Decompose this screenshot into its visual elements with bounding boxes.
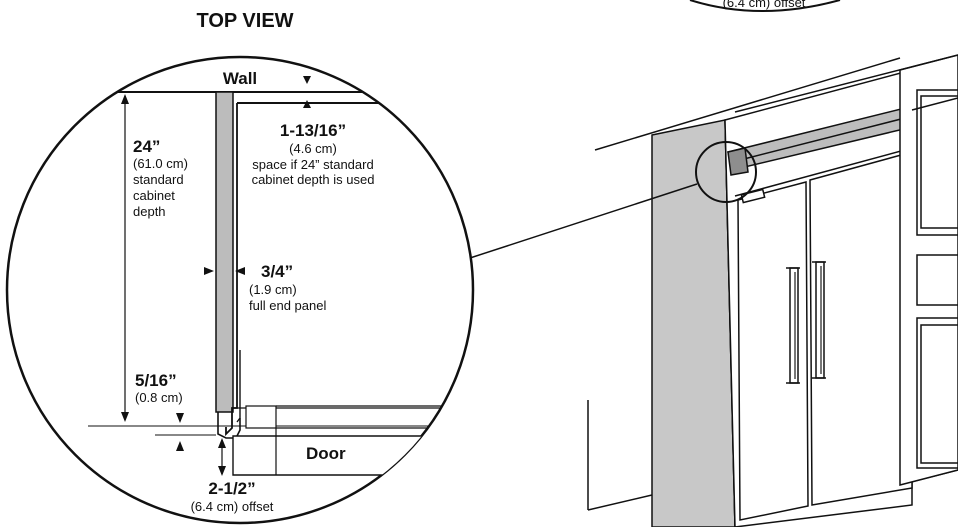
dimension-lines — [121, 76, 311, 476]
detail-leader-line — [469, 183, 698, 259]
end-panel — [215, 91, 234, 413]
offset-dimension-metric: (6.4 cm) offset — [191, 499, 274, 514]
depth-dimension-metric: (61.0 cm) — [133, 156, 188, 171]
space-dimension-value: 1-13/16” — [280, 121, 346, 140]
space-dimension-metric: (4.6 cm) — [289, 141, 337, 156]
upper-magnifier-arc — [689, 0, 841, 12]
gap-dimension-value: 5/16” — [135, 371, 177, 390]
space-dimension-note-1: space if 24” standard — [252, 157, 373, 172]
panel-dimension-note: full end panel — [249, 298, 326, 313]
depth-dimension-note-1: standard — [133, 172, 184, 187]
depth-dimension-value: 24” — [133, 137, 160, 156]
gap-dimension-metric: (0.8 cm) — [135, 390, 183, 405]
detail-callout-circle — [695, 141, 757, 203]
refrigerator-illustration — [587, 54, 958, 527]
door-label: Door — [306, 444, 346, 463]
panel-dimension-metric: (1.9 cm) — [249, 282, 297, 297]
depth-dimension-note-3: depth — [133, 204, 166, 219]
diagram-title: TOP VIEW — [196, 10, 293, 32]
depth-dimension-note-2: cabinet — [133, 188, 175, 203]
wall-label: Wall — [223, 69, 257, 88]
panel-dimension-value: 3/4” — [261, 262, 293, 281]
upper-magnifier-label: (6.4 cm) offset — [723, 0, 806, 10]
space-dimension-note-2: cabinet depth is used — [252, 172, 375, 187]
offset-dimension-value: 2-1/2” — [208, 479, 255, 498]
